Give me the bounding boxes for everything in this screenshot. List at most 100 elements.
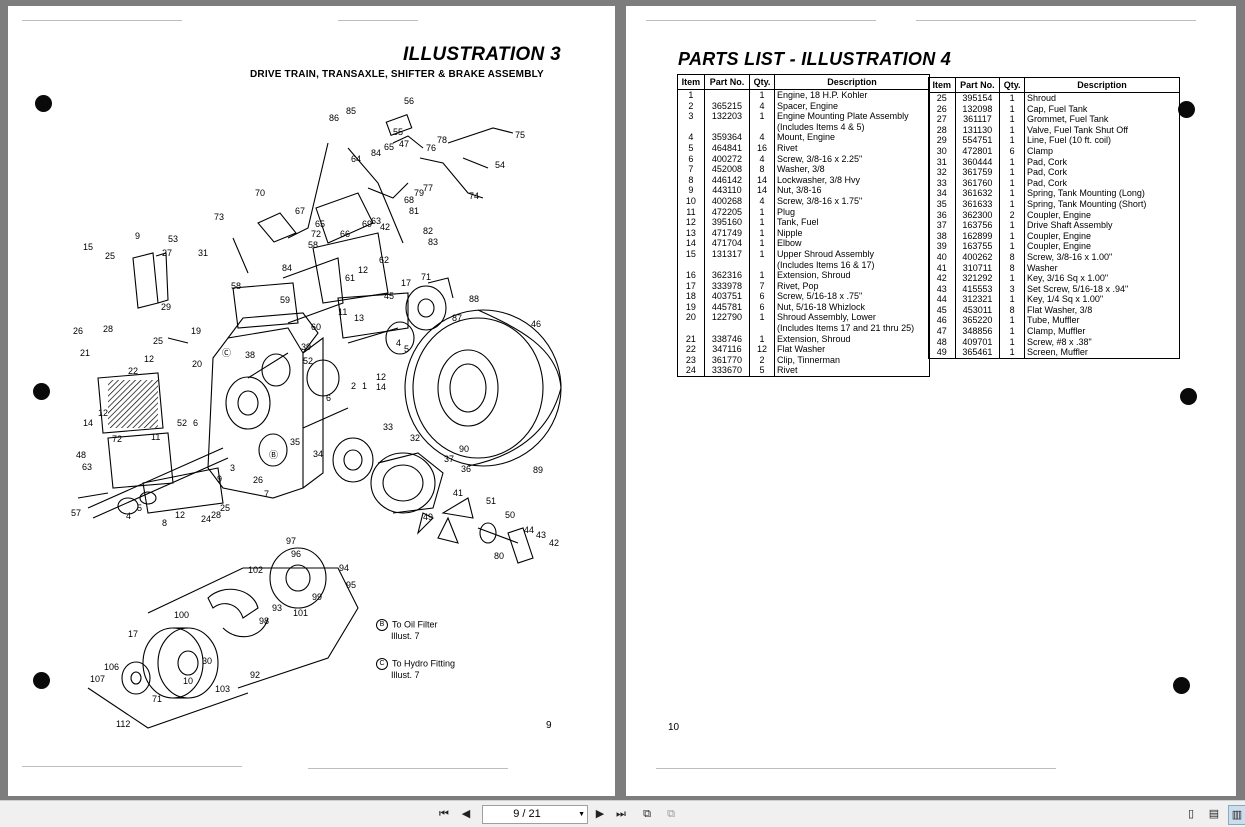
part-callout: 39 bbox=[301, 342, 311, 352]
first-page-icon[interactable]: ⏮ bbox=[439, 808, 449, 820]
part-callout: 12 bbox=[376, 372, 386, 382]
description-cell: Pad, Cork bbox=[1024, 177, 1180, 189]
part-callout: 1 bbox=[362, 381, 367, 391]
qty-cell: 1 bbox=[749, 270, 775, 281]
item-cell: 34 bbox=[928, 188, 956, 199]
facing-view-icon[interactable]: ▥ bbox=[1228, 805, 1245, 825]
qty-cell: 1 bbox=[999, 124, 1025, 136]
qty-cell: 1 bbox=[999, 188, 1025, 199]
description-cell: Washer bbox=[1024, 262, 1180, 274]
part-number-cell: 400262 bbox=[954, 251, 1001, 263]
part-callout: 80 bbox=[494, 551, 504, 561]
part-callout: 11 bbox=[151, 432, 160, 442]
item-cell: 8 bbox=[677, 174, 705, 186]
item-cell: 7 bbox=[677, 164, 705, 175]
description-cell: Nut, 5/16-18 Whizlock bbox=[774, 301, 930, 313]
item-cell: 35 bbox=[928, 198, 956, 210]
part-callout: 28 bbox=[211, 510, 221, 520]
part-callout: 35 bbox=[290, 437, 300, 447]
part-callout: 81 bbox=[409, 206, 419, 216]
continuous-view-icon[interactable]: ▤ bbox=[1208, 808, 1220, 820]
single-page-view-icon[interactable]: ▯ bbox=[1187, 808, 1195, 820]
prev-page-icon[interactable]: ◀ bbox=[461, 808, 471, 820]
part-callout: 25 bbox=[220, 503, 230, 513]
qty-cell: 4 bbox=[749, 132, 775, 143]
rotate-page-icon[interactable]: ⧉ bbox=[643, 808, 651, 820]
description-cell: Spring, Tank Mounting (Short) bbox=[1024, 198, 1180, 210]
page-selector[interactable]: 9 / 21 ▼ bbox=[482, 805, 588, 824]
part-callout: 12 bbox=[98, 408, 108, 418]
item-cell: 19 bbox=[677, 301, 705, 313]
part-number-cell: 360444 bbox=[954, 156, 1001, 168]
part-callout: 24 bbox=[201, 514, 211, 524]
part-number-cell: 464841 bbox=[703, 142, 751, 154]
qty-cell: 6 bbox=[749, 301, 775, 313]
part-callout: 13 bbox=[354, 313, 364, 323]
qty-cell: 8 bbox=[999, 262, 1025, 274]
part-number-cell: 362316 bbox=[703, 270, 751, 281]
two-page-icon[interactable]: ⧉ bbox=[667, 808, 675, 820]
description-cell: Spacer, Engine bbox=[774, 100, 930, 112]
part-callout: 17 bbox=[128, 629, 138, 639]
qty-cell: 4 bbox=[749, 153, 775, 165]
item-cell: 20 bbox=[677, 312, 705, 324]
part-callout: 15 bbox=[83, 242, 93, 252]
qty-cell: 1 bbox=[749, 217, 775, 228]
part-callout: 51 bbox=[486, 496, 496, 506]
page-indicator: 9 / 21 bbox=[513, 808, 541, 820]
binder-hole bbox=[35, 95, 52, 112]
item-cell bbox=[677, 259, 705, 271]
part-callout: 42 bbox=[380, 222, 390, 232]
part-callout: 72 bbox=[311, 229, 321, 239]
part-number-cell: 554751 bbox=[954, 135, 1001, 146]
next-page-icon[interactable]: ▶ bbox=[595, 808, 605, 820]
part-number-cell: 472801 bbox=[954, 145, 1001, 157]
description-cell: Shroud Assembly, Lower bbox=[774, 312, 930, 324]
qty-cell: 1 bbox=[999, 198, 1025, 210]
part-number-cell: 471704 bbox=[703, 238, 751, 249]
item-cell: 29 bbox=[928, 135, 956, 146]
item-cell: 38 bbox=[928, 230, 956, 242]
part-callout: 92 bbox=[250, 670, 260, 680]
part-callout: 29 bbox=[161, 302, 171, 312]
part-callout: 59 bbox=[280, 295, 290, 305]
part-callout: 89 bbox=[533, 465, 543, 475]
qty-cell: 8 bbox=[999, 304, 1025, 316]
qty-cell: 1 bbox=[999, 177, 1025, 189]
illustration-subtitle: DRIVE TRAIN, TRANSAXLE, SHIFTER & BRAKE … bbox=[250, 69, 544, 80]
part-callout: 19 bbox=[191, 326, 201, 336]
part-callout: 48 bbox=[76, 450, 86, 460]
item-cell: 39 bbox=[928, 241, 956, 252]
callout-b-marker: Ⓑ bbox=[269, 450, 278, 460]
part-number-cell: 415553 bbox=[954, 283, 1001, 295]
item-cell: 14 bbox=[677, 238, 705, 249]
description-cell: Lockwasher, 3/8 Hvy bbox=[774, 174, 930, 186]
description-cell: Flat Washer bbox=[774, 344, 930, 355]
part-number-cell: 163755 bbox=[954, 241, 1001, 252]
description-cell: Washer, 3/8 bbox=[774, 164, 930, 175]
legend-text: To Oil Filter bbox=[392, 619, 438, 630]
part-callout: 50 bbox=[505, 510, 515, 520]
item-cell: 3 bbox=[677, 111, 705, 122]
part-number-cell: 400268 bbox=[703, 195, 751, 207]
part-callout: 103 bbox=[215, 684, 230, 694]
qty-cell: 2 bbox=[999, 209, 1025, 221]
part-number-cell: 365215 bbox=[703, 100, 751, 112]
part-number-cell: 131317 bbox=[703, 248, 751, 260]
legend-ref: Illust. 7 bbox=[391, 631, 420, 641]
last-page-icon[interactable]: ⏭ bbox=[616, 808, 626, 820]
